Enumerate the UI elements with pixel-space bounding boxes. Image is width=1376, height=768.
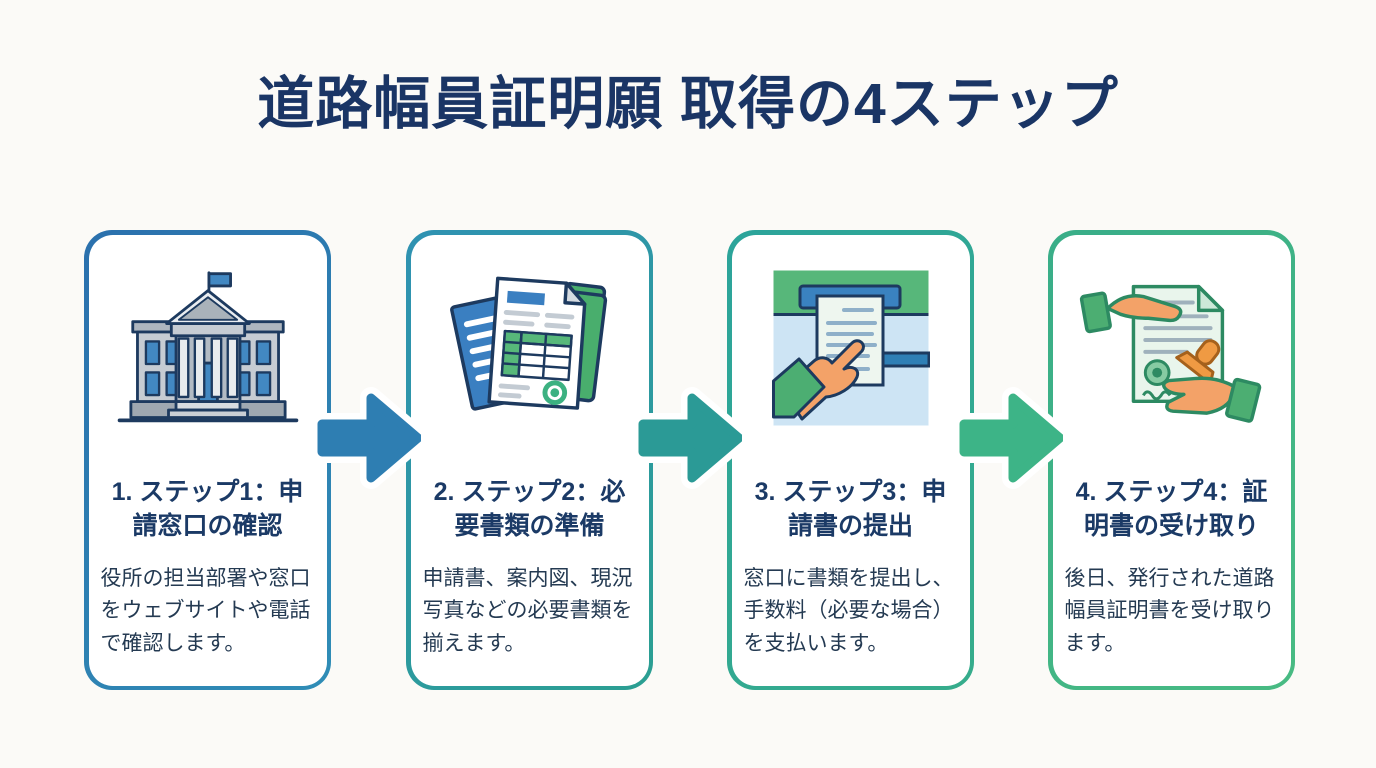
step-card-3: 3. ステップ3：申請書の提出 窓口に書類を提出し、手数料（必要な場合）を支払い… xyxy=(727,230,974,690)
step-3-title: 3. ステップ3：申請書の提出 xyxy=(754,477,947,541)
step-2-title: 2. ステップ2：必要書類の準備 xyxy=(433,477,626,541)
arrow-right-icon xyxy=(317,387,421,489)
step-1-description: 役所の担当部署や窓口をウェブサイトや電話で確認します。 xyxy=(100,566,311,656)
step-3-description: 窓口に書類を提出し、手数料（必要な場合）を支払います。 xyxy=(743,566,954,656)
submit-document-icon xyxy=(771,270,930,425)
step-3-icon-box xyxy=(732,235,970,427)
arrow-right-icon xyxy=(959,387,1063,489)
step-card-2: 2. ステップ2：必要書類の準備 申請書、案内図、現況写真などの必要書類を揃えま… xyxy=(406,230,653,690)
step-2-icon-box xyxy=(411,235,649,427)
step-1-title: 1. ステップ1：申請窓口の確認 xyxy=(111,477,304,541)
arrow-right-icon xyxy=(638,387,742,489)
government-building-icon xyxy=(117,270,298,422)
page-title: 道路幅員証明願 取得の4ステップ xyxy=(257,72,1119,136)
step-2-description: 申請書、案内図、現況写真などの必要書類を揃えます。 xyxy=(422,566,633,656)
step-4-icon-box xyxy=(1053,235,1291,427)
step-1-icon-box xyxy=(89,235,327,427)
step-card-1: 1. ステップ1：申請窓口の確認 役所の担当部署や窓口をウェブサイトや電話で確認… xyxy=(84,230,331,690)
receive-certificate-icon xyxy=(1079,284,1261,423)
step-card-4: 4. ステップ4：証明書の受け取り 後日、発行された道路幅員証明書を受け取ります… xyxy=(1048,230,1295,690)
step-4-title: 4. ステップ4：証明書の受け取り xyxy=(1075,477,1268,541)
step-4-description: 後日、発行された道路幅員証明書を受け取ります。 xyxy=(1064,566,1275,656)
documents-icon xyxy=(449,276,607,411)
